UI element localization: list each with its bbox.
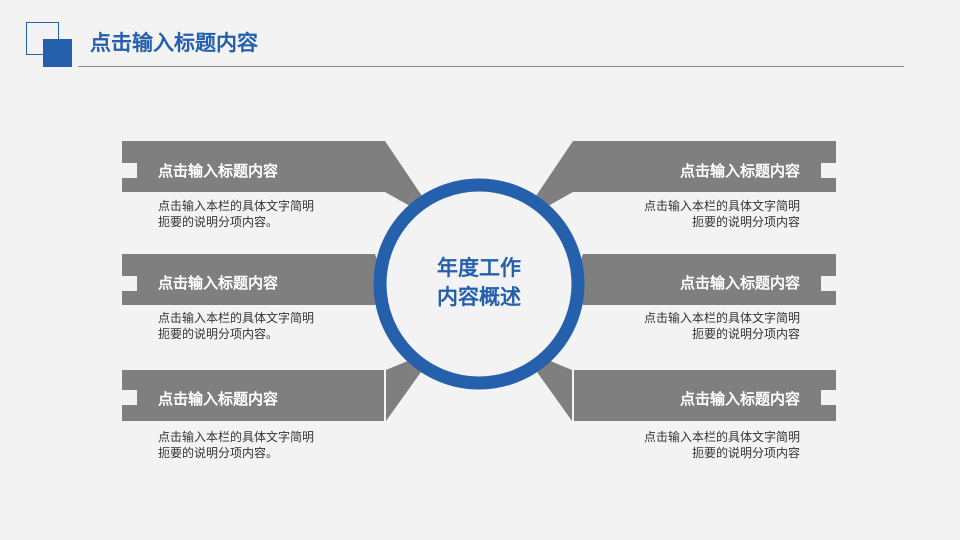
item-desc: 点击输入本栏的具体文字简明扼要的说明分项内容。 [158, 429, 314, 461]
item-desc-line: 点击输入本栏的具体文字简明 [158, 199, 315, 213]
item-desc-line: 扼要的说明分项内容。 [158, 327, 279, 341]
item-title: 点击输入标题内容 [679, 162, 800, 180]
item-desc-line: 扼要的说明分项内容。 [158, 215, 279, 229]
center-line-1: 年度工作 [437, 256, 521, 280]
item-desc: 点击输入本栏的具体文字简明扼要的说明分项内容 [644, 429, 800, 461]
connector-left-3 [386, 360, 421, 421]
item-title: 点击输入标题内容 [158, 390, 279, 408]
band-left-3 [122, 370, 384, 421]
item-desc: 点击输入本栏的具体文字简明扼要的说明分项内容。 [158, 198, 314, 230]
logo-square-outline [26, 22, 59, 55]
item-desc-line: 点击输入本栏的具体文字简明 [643, 199, 800, 213]
band-right-2 [574, 254, 836, 305]
page-title: 点击输入标题内容 [90, 31, 258, 55]
center-label: 年度工作 内容概述 [399, 254, 559, 312]
item-desc-line: 点击输入本栏的具体文字简明 [158, 430, 315, 444]
band-notches [122, 163, 836, 405]
logo-square-filled [43, 39, 72, 67]
item-title: 点击输入标题内容 [679, 390, 800, 408]
center-ring [373, 178, 585, 390]
item-desc: 点击输入本栏的具体文字简明扼要的说明分项内容。 [158, 310, 314, 342]
title-divider [78, 66, 904, 67]
item-desc-line: 扼要的说明分项内容 [691, 215, 800, 229]
item-desc-line: 点击输入本栏的具体文字简明 [643, 311, 800, 325]
band-left-1 [122, 141, 422, 206]
item-desc-line: 点击输入本栏的具体文字简明 [643, 430, 800, 444]
band-right-1 [536, 141, 836, 206]
item-desc-line: 扼要的说明分项内容 [691, 327, 800, 341]
item-title: 点击输入标题内容 [158, 162, 279, 180]
item-desc: 点击输入本栏的具体文字简明扼要的说明分项内容 [644, 198, 800, 230]
item-desc-line: 扼要的说明分项内容 [691, 446, 800, 460]
band-left-2 [122, 254, 384, 305]
band-right-3 [574, 370, 836, 421]
connector-right-3 [537, 360, 572, 421]
item-title: 点击输入标题内容 [158, 274, 279, 292]
item-desc-line: 扼要的说明分项内容。 [158, 446, 279, 460]
item-desc-line: 点击输入本栏的具体文字简明 [158, 311, 315, 325]
item-title: 点击输入标题内容 [679, 274, 800, 292]
item-desc: 点击输入本栏的具体文字简明扼要的说明分项内容 [644, 310, 800, 342]
center-line-2: 内容概述 [437, 285, 521, 309]
